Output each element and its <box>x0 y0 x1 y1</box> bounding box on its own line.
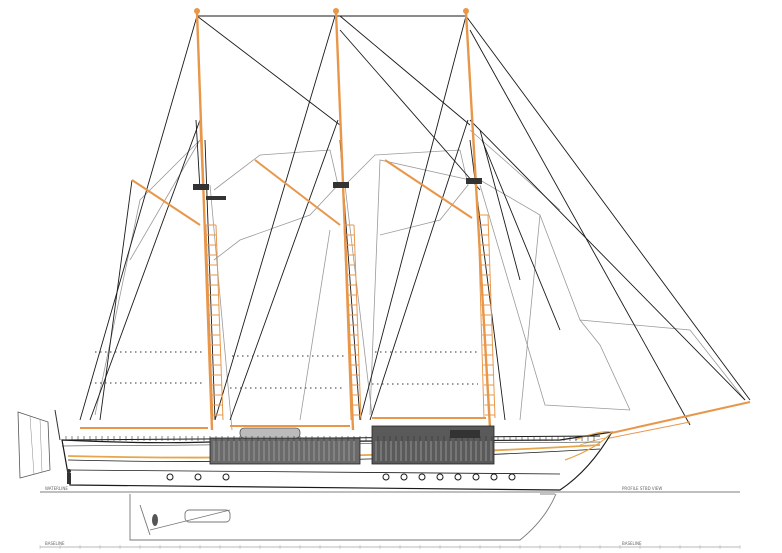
baseline-ticks <box>39 545 741 549</box>
ratline-rungs <box>206 214 495 416</box>
propeller-icon <box>152 514 158 526</box>
underwater-hull <box>129 493 557 541</box>
baseline-label-right: BASELINE <box>622 541 642 546</box>
mizzen-gaff <box>131 179 201 226</box>
waterline-label-left: WATERLINE <box>45 486 68 491</box>
deck-house-windows <box>213 441 492 461</box>
portholes <box>166 473 516 481</box>
deck-houses <box>209 425 495 465</box>
standing-rigging <box>79 15 751 426</box>
baseline-label-left: BASELINE <box>45 541 65 546</box>
main-mast <box>334 11 355 431</box>
stern-flag <box>17 409 61 479</box>
fore-gaff <box>384 159 473 219</box>
person-figure <box>67 469 71 484</box>
ratlines <box>205 214 496 421</box>
mizzen-mast <box>195 11 214 431</box>
waterline-label-right: PROFILE STBD VIEW <box>622 486 662 491</box>
rail-stanchions <box>65 436 595 441</box>
main-gaff <box>254 159 341 226</box>
sail-outlines <box>94 129 746 431</box>
reef-lines <box>90 351 478 389</box>
crosstrees <box>193 8 482 200</box>
